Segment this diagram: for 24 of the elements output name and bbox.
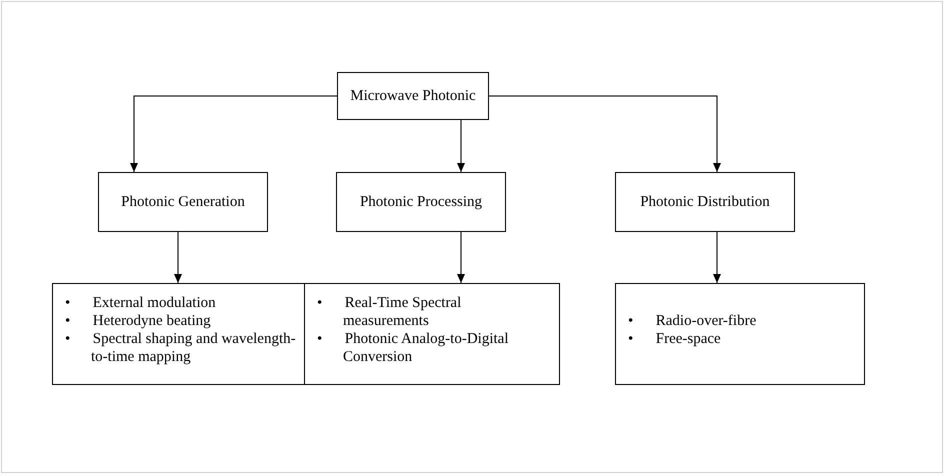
box-title: Photonic Generation	[121, 194, 245, 210]
arrow	[130, 96, 338, 172]
list-item: • External modulation	[65, 294, 217, 312]
box-title: Microwave Photonic	[350, 88, 476, 104]
process-box	[615, 172, 795, 232]
list-item: • Photonic Analog-to-Digital Conversion	[317, 330, 510, 366]
list-item: • Radio-over-fibre	[628, 312, 758, 330]
box-title: Photonic Processing	[360, 194, 482, 210]
list-item: • Heterodyne beating	[65, 312, 212, 330]
arrow	[457, 232, 465, 284]
list-item: • Spectral shaping and wavelength-to-time mapping	[65, 330, 296, 366]
list-item: • Free-space	[628, 330, 722, 348]
list-item: • Real-Time Spectral measurements	[317, 294, 462, 330]
process-box	[98, 172, 268, 232]
box-title: Photonic Distribution	[640, 194, 770, 210]
process-box	[337, 72, 489, 120]
arrow	[174, 232, 182, 284]
list-box	[52, 283, 305, 385]
arrow	[713, 232, 721, 284]
list-box	[615, 283, 865, 385]
arrow	[488, 96, 721, 172]
list-box	[304, 283, 560, 385]
process-box	[336, 172, 506, 232]
arrow	[457, 120, 465, 172]
